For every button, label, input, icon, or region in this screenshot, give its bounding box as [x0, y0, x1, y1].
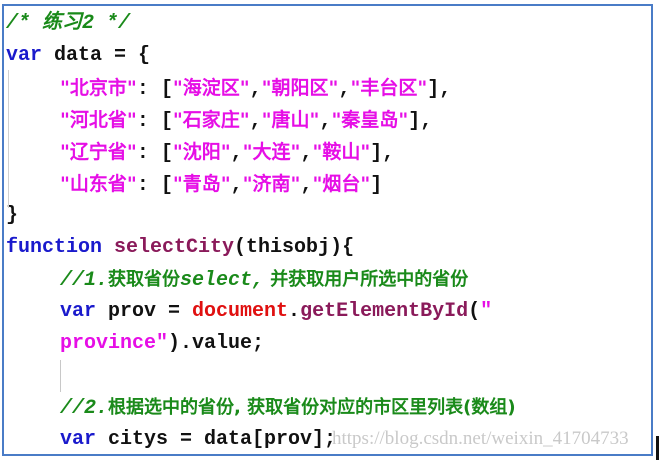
code-line-function-decl: function selectCity(thisobj){	[6, 232, 516, 264]
keyword-function: function	[6, 236, 103, 259]
indent-guide	[60, 360, 61, 392]
code-line-province: "河北省": ["石家庄","唐山","秦皇岛"],	[60, 109, 433, 133]
method-name: getElementById	[300, 300, 469, 323]
array-close: ],	[408, 110, 433, 133]
array-close: ],	[370, 142, 395, 165]
code-line-blank	[6, 360, 516, 392]
code-line-close-brace: }	[6, 200, 516, 232]
code-line-province: "山东省": ["青岛","济南","烟台"]	[60, 173, 383, 197]
code-line-province: "北京市": ["海淀区","朝阳区","丰台区"],	[60, 77, 452, 101]
city-string: "唐山"	[261, 109, 320, 131]
function-name: selectCity	[102, 236, 235, 259]
dot: .	[288, 300, 301, 323]
keyword-var: var	[6, 44, 43, 67]
comment: /* 练习2 */	[6, 12, 131, 35]
city-string: "沈阳"	[172, 141, 231, 163]
city-string: "石家庄"	[172, 109, 250, 131]
data-decl-text: data = {	[42, 44, 151, 67]
prov-assign: prov =	[96, 300, 193, 323]
city-string: "鞍山"	[312, 141, 371, 163]
array-close: ]	[370, 174, 383, 197]
city-string: "烟台"	[312, 173, 371, 195]
city-string: "济南"	[242, 173, 301, 195]
code-line-prov-cont: province").value;	[6, 328, 516, 360]
function-params: (thisobj){	[234, 236, 355, 259]
code-line-province: "辽宁省": ["沈阳","大连","鞍山"],	[60, 141, 395, 165]
province-key: "北京市"	[60, 77, 137, 99]
citys-assign: citys = data[prov];	[96, 428, 337, 451]
comment: select,	[180, 269, 265, 292]
province-key: "山东省"	[60, 173, 137, 195]
province-key: "辽宁省"	[60, 141, 137, 163]
code-snippet-frame	[2, 4, 653, 456]
code-line-citys: var citys = data[prov];	[6, 424, 516, 456]
comment: //2.	[60, 397, 109, 420]
code-editor: /* 练习2 */ var data = { "北京市": ["海淀区","朝阳…	[6, 8, 516, 456]
city-string: "海淀区"	[172, 77, 250, 99]
city-string: "青岛"	[172, 173, 231, 195]
province-key: "河北省"	[60, 109, 137, 131]
code-line-comment1: //1.获取省份select, 并获取用户所选中的省份	[6, 264, 516, 296]
comment: 获取省份	[108, 269, 181, 290]
code-line-comment-title: /* 练习2 */	[6, 8, 516, 40]
city-string: "朝阳区"	[261, 77, 339, 99]
keyword-var: var	[60, 300, 97, 323]
value-access: ).value;	[168, 332, 265, 355]
city-string: "秦皇岛"	[331, 109, 409, 131]
city-string: "大连"	[242, 141, 301, 163]
comment: 根据选中的省份, 获取省份对应的市区里列表(数组)	[108, 397, 516, 418]
code-line-prov: var prov = document.getElementById("	[60, 300, 493, 323]
comment: //1.	[60, 269, 109, 292]
city-string: "丰台区"	[350, 77, 428, 99]
document-object: document	[192, 300, 289, 323]
watermark: https://blog.csdn.net/weixin_41704733	[332, 428, 629, 449]
code-line-comment2: //2.根据选中的省份, 获取省份对应的市区里列表(数组)	[6, 392, 516, 424]
indent-guide	[8, 70, 9, 208]
code-line-data-decl: var data = {	[6, 40, 516, 72]
comment: 并获取用户所选中的省份	[264, 269, 469, 290]
array-close: ],	[427, 78, 452, 101]
string-literal: province"	[60, 332, 169, 355]
close-brace: }	[6, 204, 19, 227]
keyword-var: var	[60, 428, 97, 451]
text-cursor	[656, 436, 659, 460]
